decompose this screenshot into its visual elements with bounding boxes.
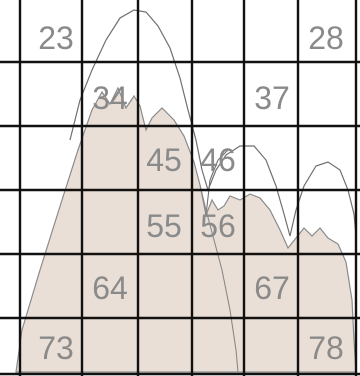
cell-number: 67 [254, 270, 290, 306]
cell-number: 45 [146, 142, 182, 178]
cell-number: 78 [308, 330, 344, 366]
cell-number: 73 [38, 330, 74, 366]
cell-number: 28 [308, 20, 344, 56]
cell-number: 64 [92, 270, 128, 306]
cell-number: 55 [146, 208, 182, 244]
cell-number: 46 [200, 142, 236, 178]
cell-number: 34 [92, 80, 128, 116]
cell-number: 23 [38, 20, 74, 56]
cell-number: 37 [254, 80, 290, 116]
cell-number: 56 [200, 208, 236, 244]
